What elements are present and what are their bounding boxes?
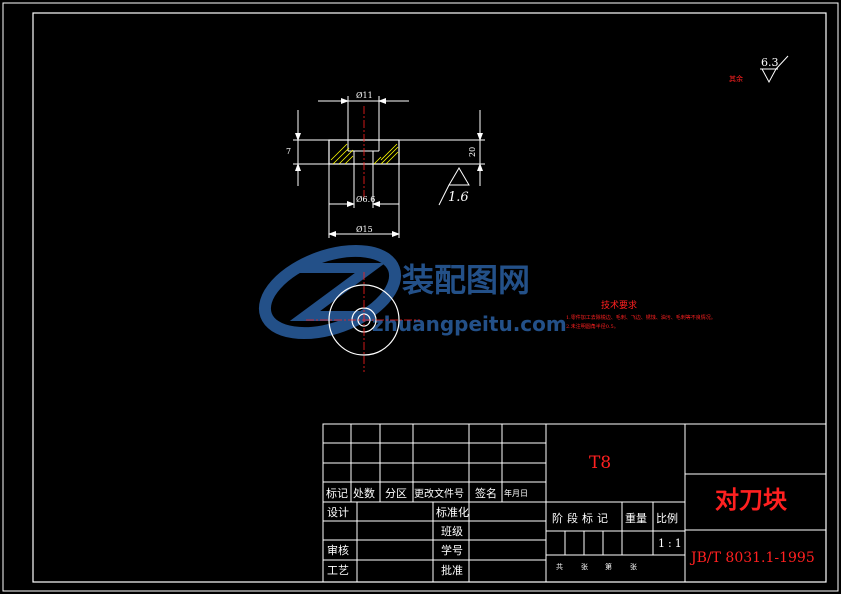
tb-sheet-3: 张: [630, 562, 637, 571]
watermark: 装配图网 zhuangpeitu.com: [258, 244, 567, 340]
tb-standard: JB/T 8031.1-1995: [689, 550, 815, 566]
watermark-brand: 装配图网: [402, 261, 530, 299]
tb-scale-value: 1:1: [658, 537, 685, 550]
watermark-url: zhuangpeitu.com: [372, 312, 567, 336]
roughness-16-icon: [438, 167, 470, 206]
tb-header-0: 标记: [326, 486, 348, 500]
watermark-z-icon: [289, 263, 386, 321]
surface-roughness: 1.6: [448, 190, 469, 205]
tb-design: 设计: [327, 506, 349, 519]
tb-class: 班级: [441, 525, 463, 538]
tb-stage-header-2: 比例: [656, 511, 678, 525]
tb-sheet-2: 第: [605, 562, 612, 571]
title-block-text: 标记 处数 分区 更改文件号 签名 年月日 设计 标准化 班级 审核 学号 工艺…: [326, 453, 815, 577]
tb-header-2: 分区: [385, 487, 407, 500]
tb-part-name: 对刀块: [715, 485, 787, 514]
tb-approve: 批准: [441, 563, 463, 577]
dim-height-right: 20: [468, 147, 477, 157]
watermark-logo-icon: [258, 244, 402, 340]
tb-sheet-1: 张: [581, 562, 588, 571]
roughness-value: 6.3: [761, 56, 779, 69]
tb-sheet-0: 共: [556, 562, 563, 571]
roughness-prefix: 其余: [729, 74, 743, 83]
tb-review: 审核: [327, 543, 349, 557]
tb-craft: 工艺: [327, 564, 349, 577]
tb-header-1: 处数: [353, 487, 375, 500]
dim-outer-diameter: Ø15: [356, 225, 373, 234]
tb-stage-header-1: 重量: [625, 511, 647, 525]
tb-student-id: 学号: [441, 543, 463, 557]
tech-req-title: 技术要求: [601, 299, 637, 311]
technical-requirements: 技术要求 1.零件加工去除锐边、毛刺、飞边、锈蚀、油污、毛刺等不良情况。 2.未…: [566, 299, 716, 330]
tb-standardize: 标准化: [436, 505, 469, 519]
tb-material: T8: [589, 453, 611, 473]
tech-req-item-1: 1.零件加工去除锐边、毛刺、飞边、锈蚀、油污、毛刺等不良情况。: [566, 314, 716, 321]
dim-height-left: 7: [286, 147, 291, 156]
section-view: Ø11 7 20: [286, 91, 485, 238]
dim-inner-diameter: Ø6.6: [356, 195, 375, 204]
tb-header-5: 年月日: [504, 488, 528, 498]
roughness-symbol: 其余 6.3: [729, 55, 789, 84]
title-block: [322, 423, 827, 583]
tech-req-item-2: 2.未注明圆角半径0.5。: [566, 323, 619, 330]
tb-header-3: 更改文件号: [414, 487, 464, 500]
plan-view: [306, 272, 420, 372]
dim-top-diameter: Ø11: [356, 91, 373, 100]
tb-stage-header-0: 阶段标记: [552, 511, 612, 525]
tb-header-4: 签名: [475, 486, 497, 500]
